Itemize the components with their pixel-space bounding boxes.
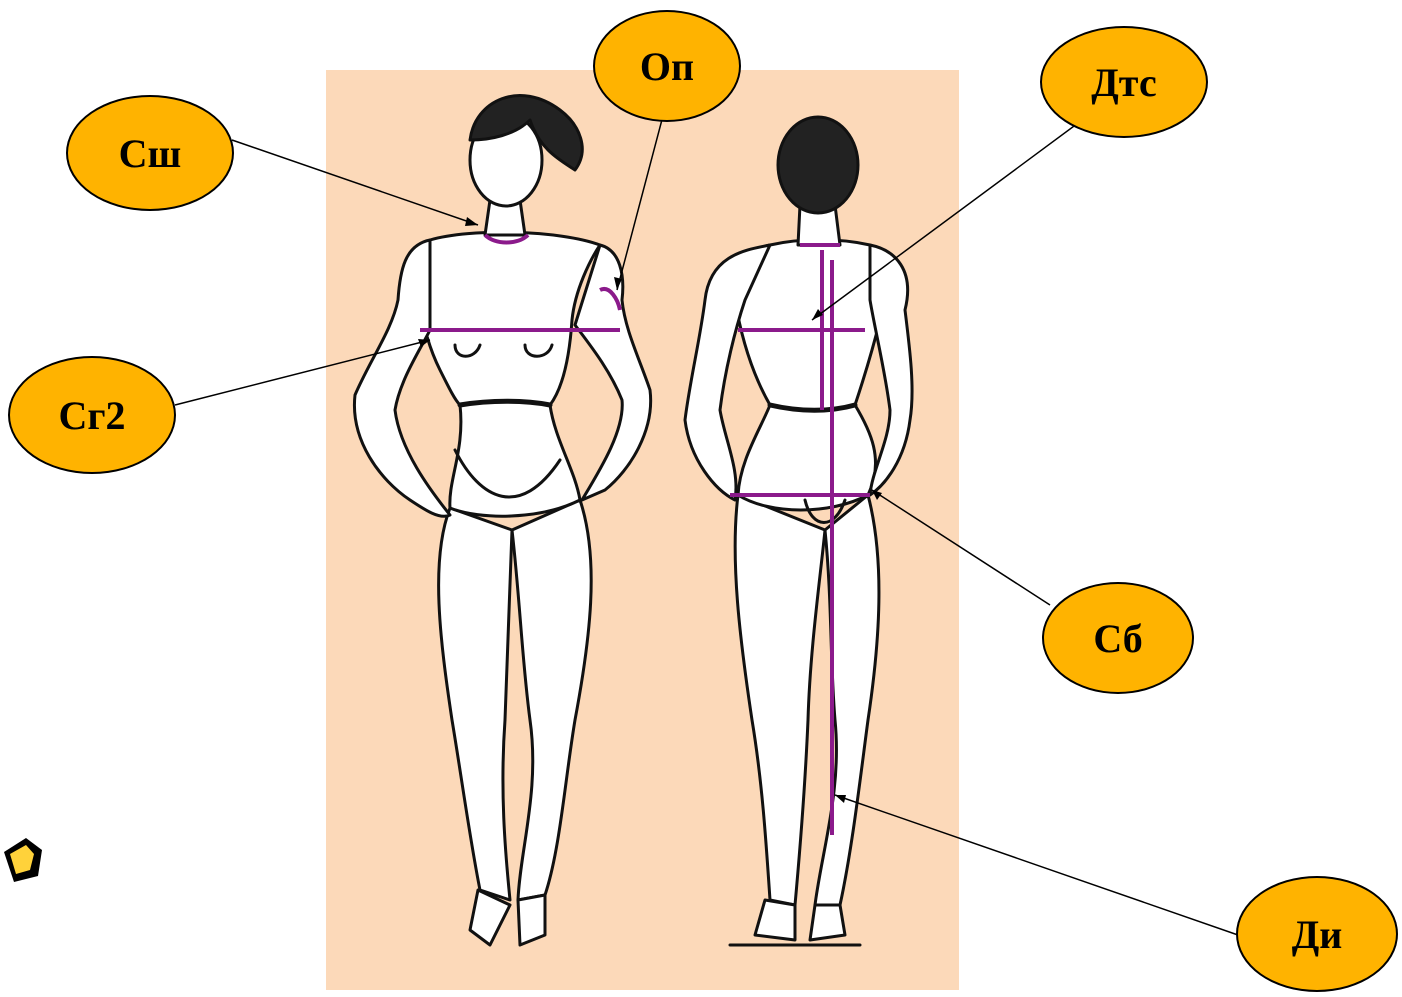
- label-sb: Сб: [1042, 582, 1194, 694]
- front-figure: [354, 96, 650, 945]
- back-figure: [685, 117, 912, 945]
- label-dts: Дтс: [1040, 26, 1208, 138]
- callout-pointers: [175, 112, 1238, 935]
- label-cg2: Сг2: [8, 356, 176, 474]
- label-csh: Сш: [66, 95, 234, 211]
- label-di: Ди: [1236, 876, 1398, 992]
- navigation-button-icon[interactable]: [0, 832, 46, 886]
- label-op: Оп: [593, 10, 741, 122]
